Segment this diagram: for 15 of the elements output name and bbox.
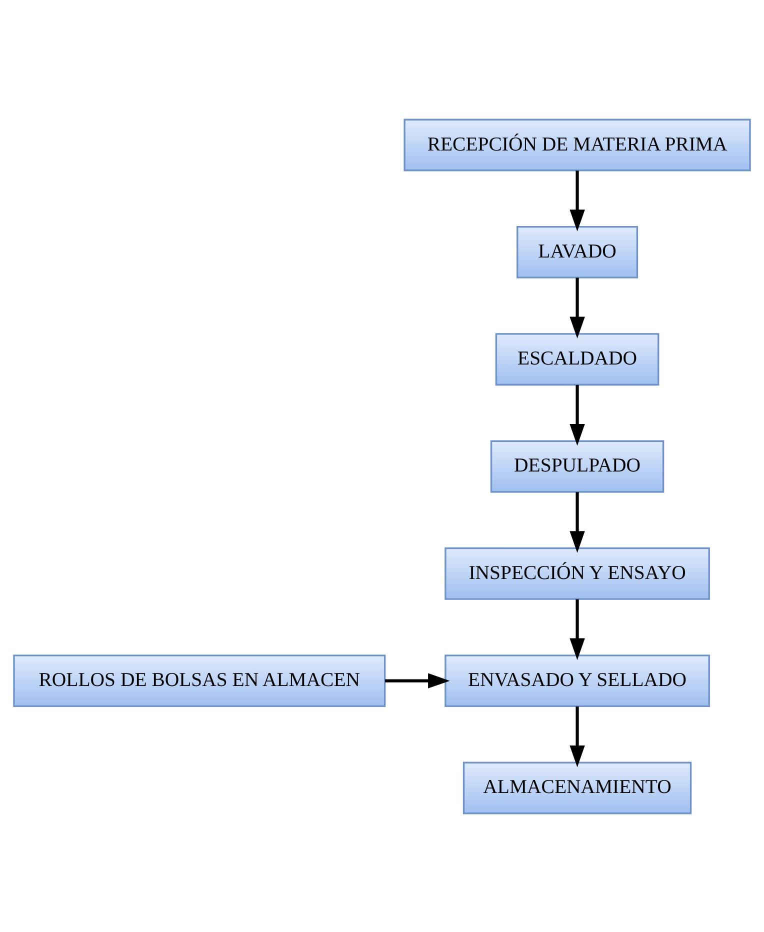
arrow xyxy=(570,384,585,446)
arrow xyxy=(385,672,450,688)
node-box: ROLLOS DE BOLSAS EN ALMACEN xyxy=(13,654,386,707)
node-box: ALMACENAMIENTO xyxy=(462,761,692,814)
node-box: ESCALDADO xyxy=(495,332,660,386)
node-box: INSPECCIÓN Y ENSAYO xyxy=(444,546,710,600)
node-box: ENVASADO Y SELLADO xyxy=(444,654,710,707)
arrow xyxy=(570,492,585,552)
arrow xyxy=(570,170,585,231)
node-box: RECEPCIÓN DE MATERIA PRIMA xyxy=(404,118,751,171)
arrow xyxy=(570,598,585,660)
arrow xyxy=(570,277,585,338)
node-box: DESPULPADO xyxy=(490,440,664,492)
node-box: LAVADO xyxy=(516,225,638,278)
arrow xyxy=(570,706,585,767)
